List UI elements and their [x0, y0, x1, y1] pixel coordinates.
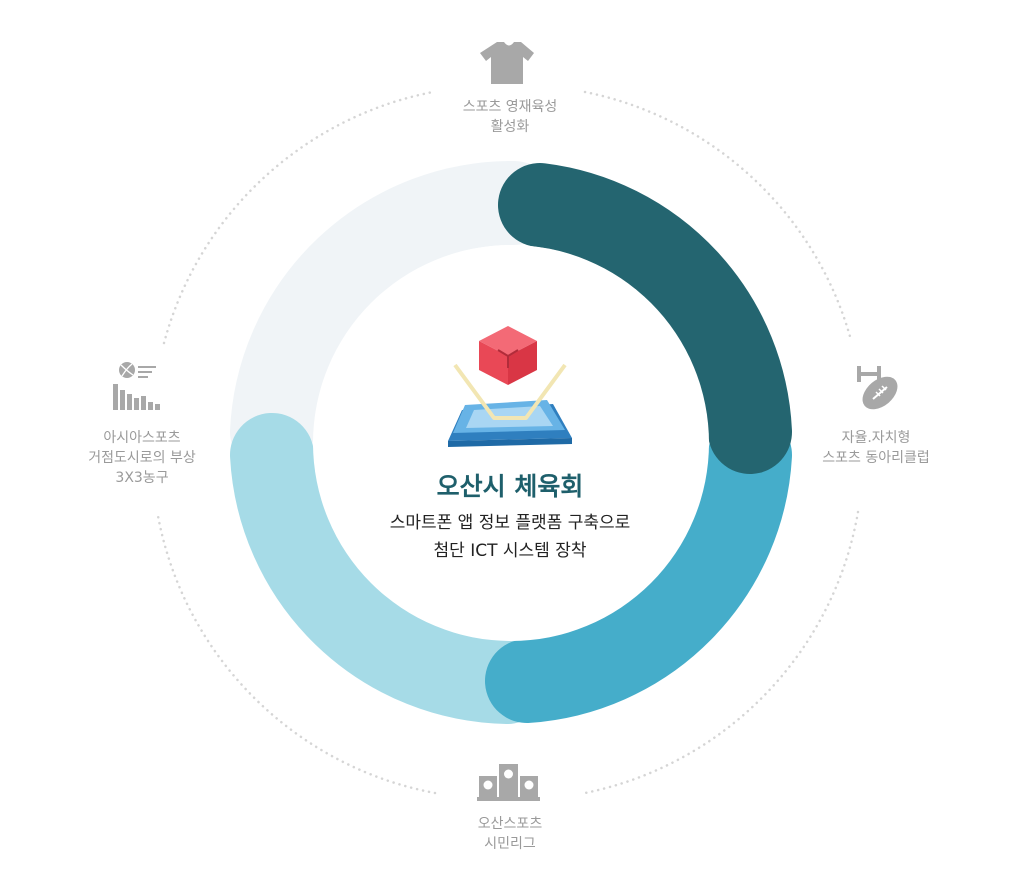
- podium-icon: [477, 764, 540, 801]
- node-label-right: 자율.자치형 스포츠 동아리클럽: [786, 428, 966, 468]
- node-label-line: 아시아스포츠: [103, 430, 181, 446]
- dotted-outer-ring: [156, 90, 860, 795]
- node-label-line: 활성화: [490, 119, 530, 135]
- node-label-bottom: 오산스포츠 시민리그: [410, 814, 610, 854]
- donut-ring: [230, 160, 792, 724]
- ring-segment-dark: [498, 163, 792, 474]
- ball-chart-icon: [113, 362, 160, 410]
- dumbbell-football-icon: [857, 366, 898, 410]
- hologram-tablet-icon: [448, 326, 572, 447]
- node-label-line: 거점도시로의 부상: [88, 450, 196, 466]
- node-label-top: 스포츠 영재육성 활성화: [410, 97, 610, 137]
- node-label-line: 시민리그: [484, 836, 536, 852]
- node-label-line: 스포츠 영재육성: [462, 99, 558, 115]
- node-label-line: 3X3농구: [115, 470, 169, 486]
- center-subtitle-line-2: 첨단 ICT 시스템 장착: [433, 541, 587, 561]
- node-label-line: 스포츠 동아리클럽: [822, 450, 930, 466]
- ring-segment-light: [230, 413, 549, 724]
- node-label-line: 자율.자치형: [841, 430, 911, 446]
- cube-icon: [479, 326, 537, 385]
- node-label-left: 아시아스포츠 거점도시로의 부상 3X3농구: [62, 428, 222, 488]
- center-subtitle-line-1: 스마트폰 앱 정보 플랫폼 구축으로: [389, 513, 631, 533]
- ring-segment-pale: [230, 160, 556, 474]
- node-label-line: 오산스포츠: [477, 816, 543, 832]
- ring-segment-mid: [485, 413, 792, 723]
- center-title: 오산시 체육회: [436, 472, 584, 501]
- tshirt-icon: [480, 42, 534, 84]
